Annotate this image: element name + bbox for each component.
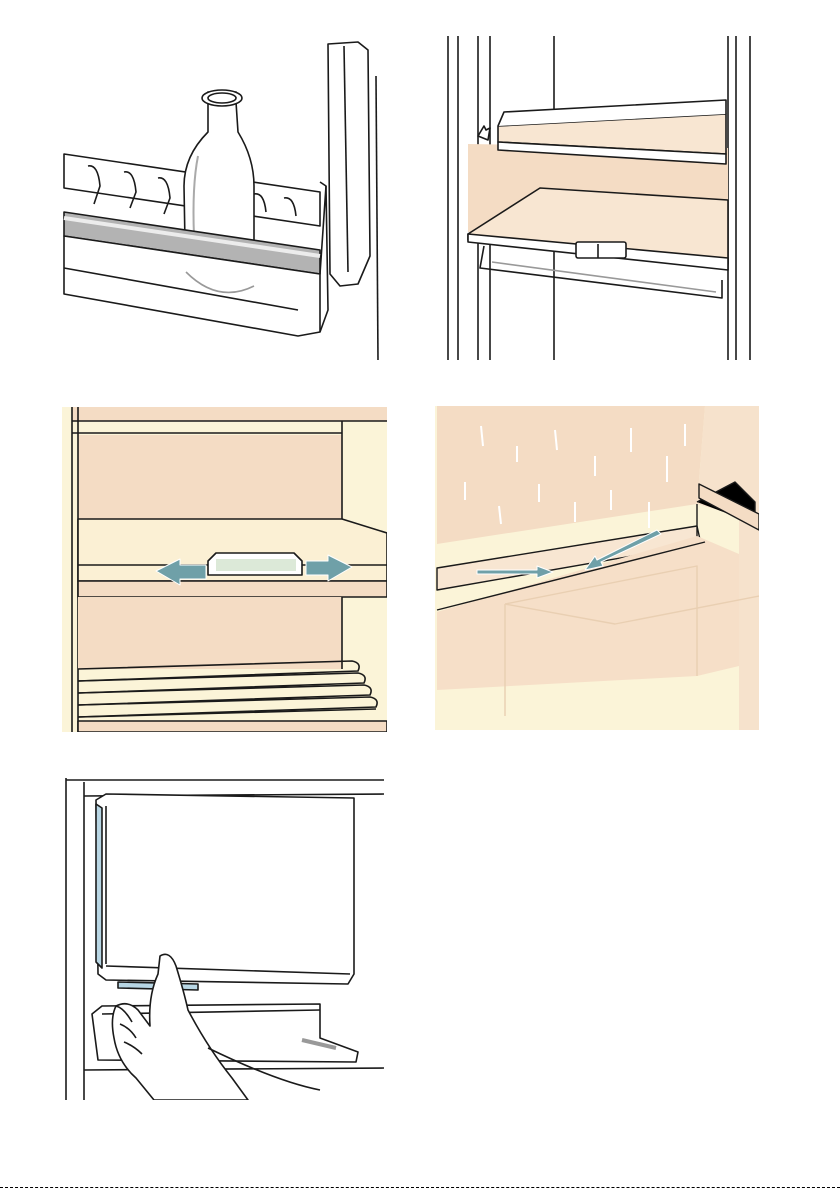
figure-remove-drawer: [58, 778, 384, 1100]
page-cut-line: [0, 1187, 840, 1188]
removing-vegetable-drawer-illustration: [58, 778, 384, 1100]
door-bottle-rack-illustration: [58, 36, 384, 360]
adjustable-glass-shelves-illustration: [440, 36, 758, 360]
figure-shelf-slider: [62, 407, 387, 732]
shelf-slider-arrows-illustration: [62, 407, 387, 732]
figure-adjustable-shelves: [440, 36, 758, 360]
condensate-drain-channel-illustration: [435, 406, 759, 730]
figure-drain-channel: [435, 406, 759, 730]
figure-door-bottle-rack: [58, 36, 384, 360]
